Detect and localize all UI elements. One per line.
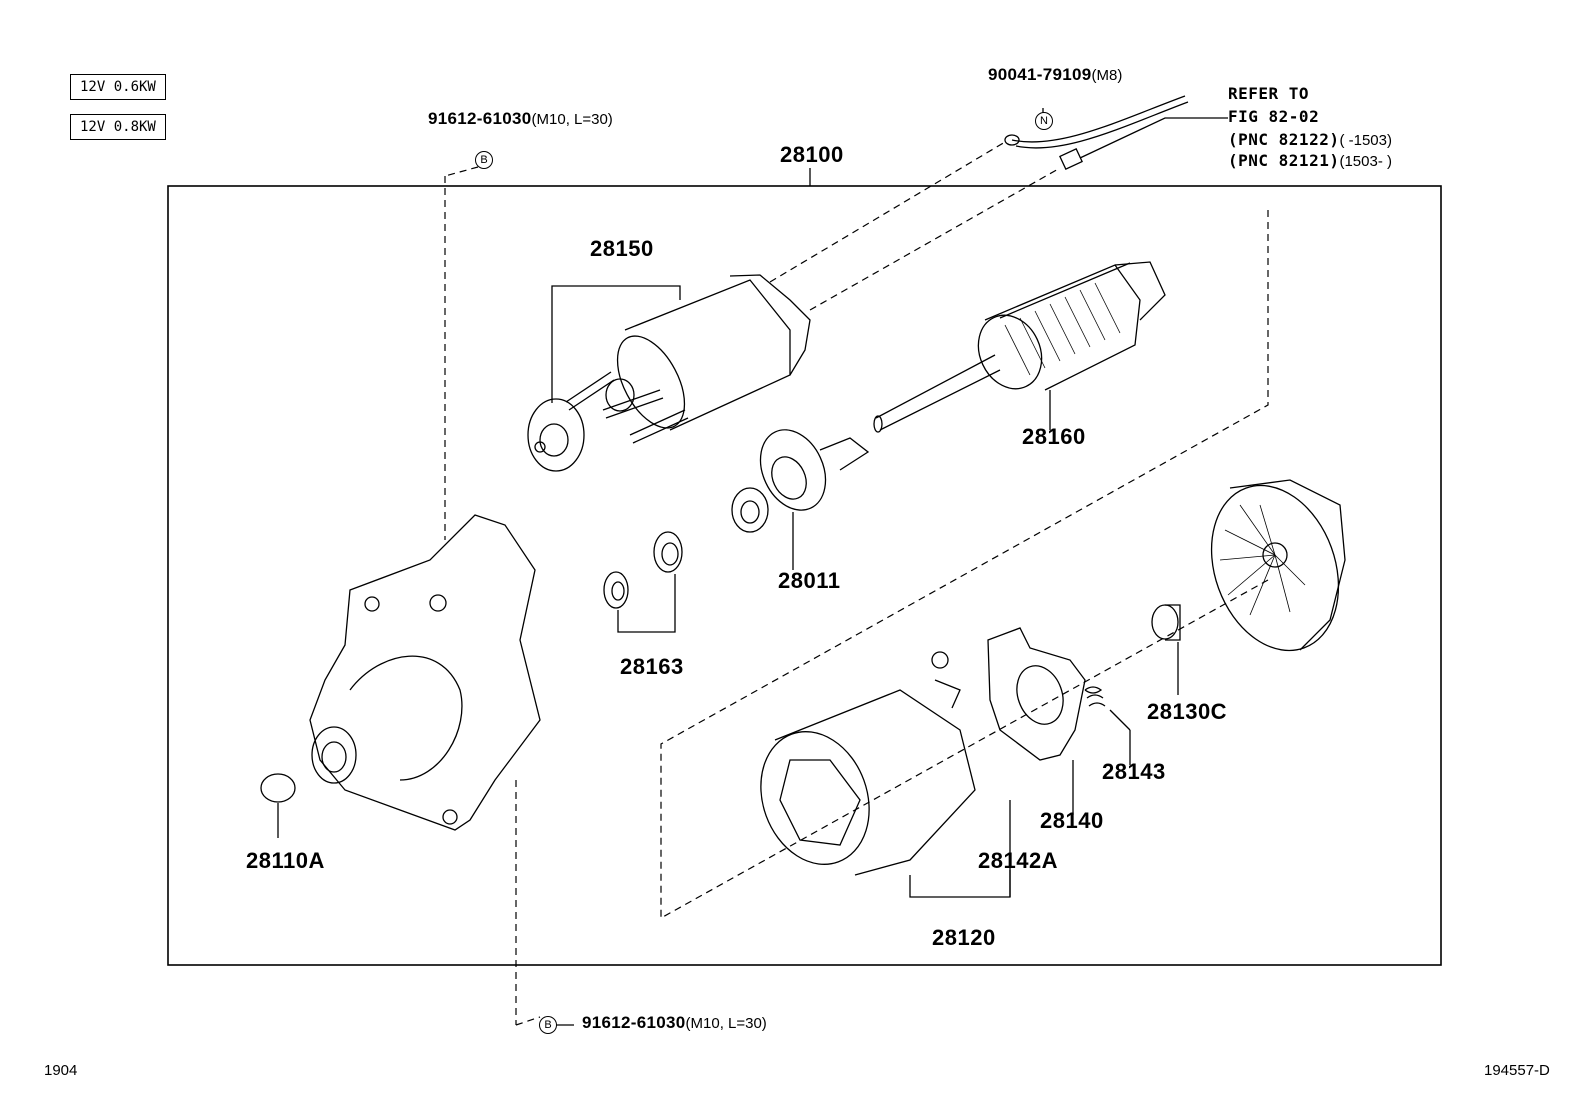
end-cover-drawing bbox=[1210, 479, 1346, 652]
label-28120: 28120 bbox=[932, 925, 996, 950]
washers-drawing bbox=[603, 531, 683, 633]
bolt-bottom-spec: (M10, L=30) bbox=[685, 1015, 767, 1032]
refer-line-1: REFER TO bbox=[1228, 84, 1310, 103]
nut-part-number: 90041-79109 bbox=[988, 65, 1092, 84]
bolt-top-symbol: B bbox=[475, 151, 493, 169]
refer-pnc-1-range: ( -1503) bbox=[1339, 132, 1392, 149]
label-28140: 28140 bbox=[1040, 808, 1104, 833]
bolt-bottom-callout: 91612-61030(M10, L=30) bbox=[582, 1014, 767, 1031]
label-28142a: 28142A bbox=[978, 848, 1059, 873]
rating-box-08kw: 12V 0.8KW bbox=[70, 114, 166, 140]
nut-symbol: N bbox=[1035, 112, 1053, 130]
footer-left-code: 1904 bbox=[44, 1062, 78, 1079]
rating-box-06kw: 12V 0.6KW bbox=[70, 74, 166, 100]
assembly-frame bbox=[167, 185, 1442, 966]
wire-harness bbox=[1004, 95, 1228, 171]
assembly-part-number: 28100 bbox=[780, 142, 844, 167]
clutch-drawing bbox=[731, 429, 870, 570]
refer-pnc-2: (PNC 82121)(1503- ) bbox=[1228, 151, 1392, 170]
dashed-guides bbox=[444, 141, 1269, 1026]
refer-line-2: FIG 82-02 bbox=[1228, 107, 1320, 126]
label-28150: 28150 bbox=[590, 236, 654, 261]
footer-right-code: 194557-D bbox=[1484, 1062, 1550, 1079]
armature-drawing bbox=[873, 261, 1166, 433]
solenoid-drawing bbox=[527, 274, 811, 472]
brush-holder-drawing bbox=[987, 627, 1086, 815]
bolt-top-callout: 91612-61030(M10, L=30) bbox=[428, 110, 613, 127]
nut-callout: 90041-79109(M8) bbox=[988, 66, 1122, 83]
yoke-drawing bbox=[760, 651, 1011, 898]
refer-pnc-1-number: (PNC 82122) bbox=[1228, 130, 1340, 149]
bushing-drawing bbox=[1151, 604, 1181, 695]
bolt-bottom-symbol: B bbox=[539, 1016, 557, 1034]
bolt-bottom-part-number: 91612-61030 bbox=[582, 1013, 686, 1032]
nut-spec: (M8) bbox=[1091, 67, 1123, 84]
refer-pnc-1: (PNC 82122)( -1503) bbox=[1228, 130, 1392, 149]
label-28163: 28163 bbox=[620, 654, 684, 679]
label-28160: 28160 bbox=[1022, 424, 1086, 449]
refer-pnc-2-range: (1503- ) bbox=[1339, 153, 1392, 170]
bolt-top-part-number: 91612-61030 bbox=[428, 109, 532, 128]
spring-drawing bbox=[1084, 686, 1131, 765]
label-28011: 28011 bbox=[778, 568, 841, 593]
label-28143: 28143 bbox=[1102, 759, 1166, 784]
bolt-top-spec: (M10, L=30) bbox=[531, 111, 613, 128]
refer-pnc-2-number: (PNC 82121) bbox=[1228, 151, 1340, 170]
housing-drawing bbox=[260, 514, 541, 838]
label-28110a: 28110A bbox=[246, 848, 325, 873]
label-28130c: 28130C bbox=[1147, 699, 1228, 724]
